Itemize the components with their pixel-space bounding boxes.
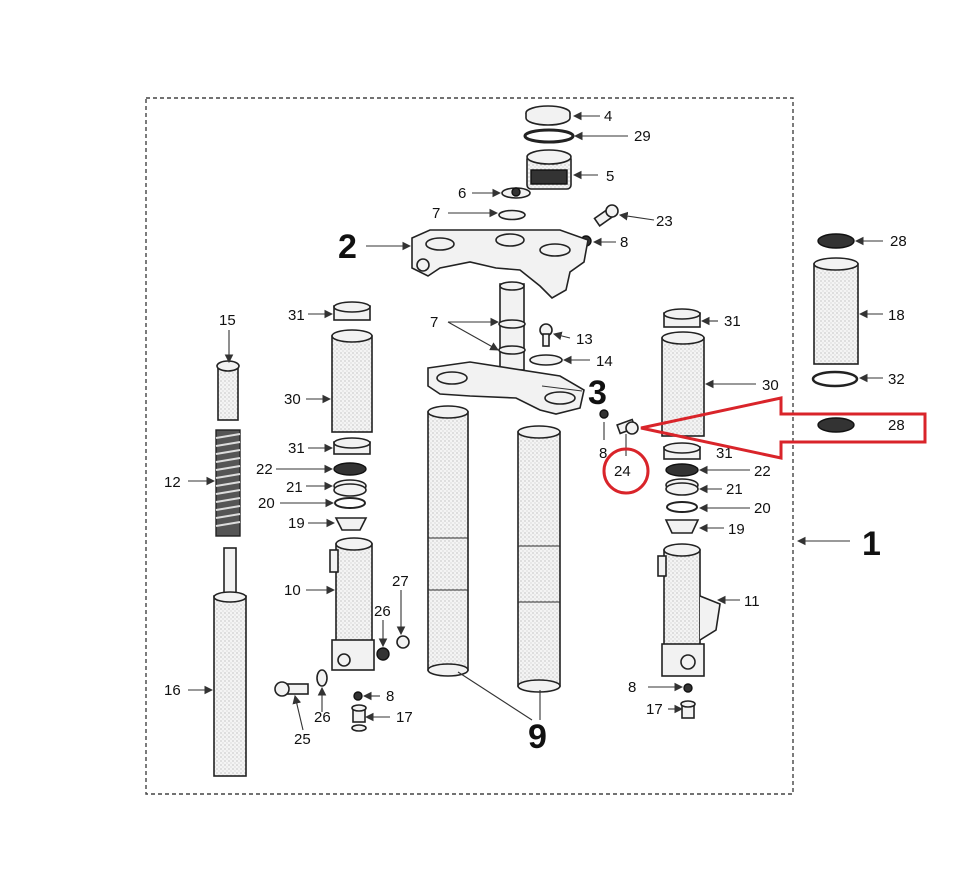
part-20-clip-right bbox=[666, 501, 698, 513]
part-9-fork-tube-right bbox=[517, 425, 561, 693]
highlight-overlay bbox=[602, 396, 927, 495]
part-14-washer bbox=[529, 354, 563, 366]
label-10: 10 bbox=[284, 582, 301, 599]
label-19-left: 19 bbox=[288, 515, 305, 532]
label-5: 5 bbox=[606, 168, 614, 185]
part-13-bolt bbox=[539, 323, 553, 347]
part-32-ring bbox=[811, 370, 859, 388]
part-11-lower-leg-right bbox=[657, 543, 721, 677]
label-4: 4 bbox=[604, 108, 612, 125]
part-20-clip-left bbox=[334, 497, 366, 509]
label-31-right-top: 31 bbox=[724, 313, 741, 330]
label-2: 2 bbox=[338, 228, 357, 266]
assembly-frame bbox=[145, 97, 794, 795]
label-26-bottom: 26 bbox=[314, 709, 331, 726]
label-28-top: 28 bbox=[890, 233, 907, 250]
part-8-nut-right bbox=[599, 409, 609, 419]
label-30-left: 30 bbox=[284, 391, 301, 408]
part-17-bolt-left bbox=[351, 704, 367, 732]
part-19-cup-left bbox=[334, 517, 368, 531]
part-4-cap bbox=[525, 105, 571, 126]
part-29-ring bbox=[523, 128, 575, 144]
label-22-left: 22 bbox=[256, 461, 273, 478]
label-7-top: 7 bbox=[432, 205, 440, 222]
label-30-right: 30 bbox=[762, 377, 779, 394]
part-21-ring-left bbox=[333, 479, 367, 497]
label-31-left-bottom: 31 bbox=[288, 440, 305, 457]
label-13: 13 bbox=[576, 331, 593, 348]
part-8-nut-left bbox=[353, 691, 363, 701]
label-27: 27 bbox=[392, 573, 409, 590]
part-18-tube bbox=[813, 257, 859, 365]
label-3: 3 bbox=[588, 374, 607, 412]
part-labels: 4 29 5 6 7 23 8 2 28 18 32 28 15 12 16 3… bbox=[164, 108, 907, 756]
part-30-slider-left bbox=[331, 329, 373, 433]
label-19-right: 19 bbox=[728, 521, 745, 538]
leader-lines bbox=[188, 111, 883, 731]
label-31-right-bottom: 31 bbox=[716, 445, 733, 462]
part-22-seal-left bbox=[333, 462, 367, 476]
label-11: 11 bbox=[744, 593, 760, 610]
part-12-spring bbox=[215, 429, 241, 537]
label-20-right: 20 bbox=[754, 500, 771, 517]
label-12: 12 bbox=[164, 474, 181, 491]
label-31-left-top: 31 bbox=[288, 307, 305, 324]
label-25: 25 bbox=[294, 731, 311, 748]
label-28-bottom: 28 bbox=[888, 417, 905, 434]
part-7-ring-top bbox=[498, 209, 526, 221]
part-25-bolt bbox=[274, 669, 328, 697]
part-31-bushing-right-top bbox=[663, 308, 701, 328]
highlight-circle bbox=[602, 447, 650, 495]
label-16: 16 bbox=[164, 682, 181, 699]
part-21-ring-right bbox=[665, 478, 699, 496]
part-22-seal-right bbox=[665, 463, 699, 477]
highlight-arrow bbox=[640, 396, 927, 460]
part-5-nut bbox=[526, 149, 572, 190]
label-9: 9 bbox=[528, 718, 547, 756]
label-17-right: 17 bbox=[646, 701, 663, 718]
label-17-left: 17 bbox=[396, 709, 413, 726]
part-17-bolt-right bbox=[680, 700, 696, 719]
label-8-top: 8 bbox=[620, 234, 628, 251]
label-32: 32 bbox=[888, 371, 905, 388]
label-23: 23 bbox=[656, 213, 673, 230]
part-28-seal-bottom bbox=[817, 417, 855, 433]
part-10-lower-leg-left bbox=[329, 537, 375, 671]
part-31-bushing-left-bottom bbox=[333, 437, 371, 455]
part-31-bushing-right-bottom bbox=[663, 442, 701, 460]
part-23-bolt bbox=[593, 204, 619, 227]
label-18: 18 bbox=[888, 307, 905, 324]
part-6-washer bbox=[501, 187, 531, 199]
part-31-bushing-left-top bbox=[333, 301, 371, 321]
label-7-stem: 7 bbox=[430, 314, 438, 331]
part-24-bolt bbox=[616, 418, 639, 435]
label-8-right: 8 bbox=[599, 445, 607, 462]
part-2-top-yoke bbox=[411, 229, 589, 299]
label-24: 24 bbox=[614, 463, 631, 480]
part-19-cup-right bbox=[664, 519, 700, 534]
label-8-right-bottom: 8 bbox=[628, 679, 636, 696]
label-20-left: 20 bbox=[258, 495, 275, 512]
label-8-left: 8 bbox=[386, 688, 394, 705]
label-14: 14 bbox=[596, 353, 613, 370]
part-15-cap bbox=[216, 360, 240, 421]
label-29: 29 bbox=[634, 128, 651, 145]
label-1: 1 bbox=[862, 525, 881, 563]
label-15: 15 bbox=[219, 312, 236, 329]
part-28-seal-top bbox=[817, 233, 855, 249]
part-8-nut-right-bottom bbox=[683, 683, 693, 693]
part-16-damper-rod bbox=[213, 547, 247, 777]
part-9-fork-tube-left bbox=[427, 405, 469, 677]
label-21-right: 21 bbox=[726, 481, 743, 498]
label-26-top: 26 bbox=[374, 603, 391, 620]
part-stem bbox=[498, 281, 526, 371]
part-3-bottom-yoke bbox=[427, 361, 585, 415]
part-26-27-parts bbox=[376, 635, 410, 661]
label-21-left: 21 bbox=[286, 479, 303, 496]
label-22-right: 22 bbox=[754, 463, 771, 480]
label-6: 6 bbox=[458, 185, 466, 202]
